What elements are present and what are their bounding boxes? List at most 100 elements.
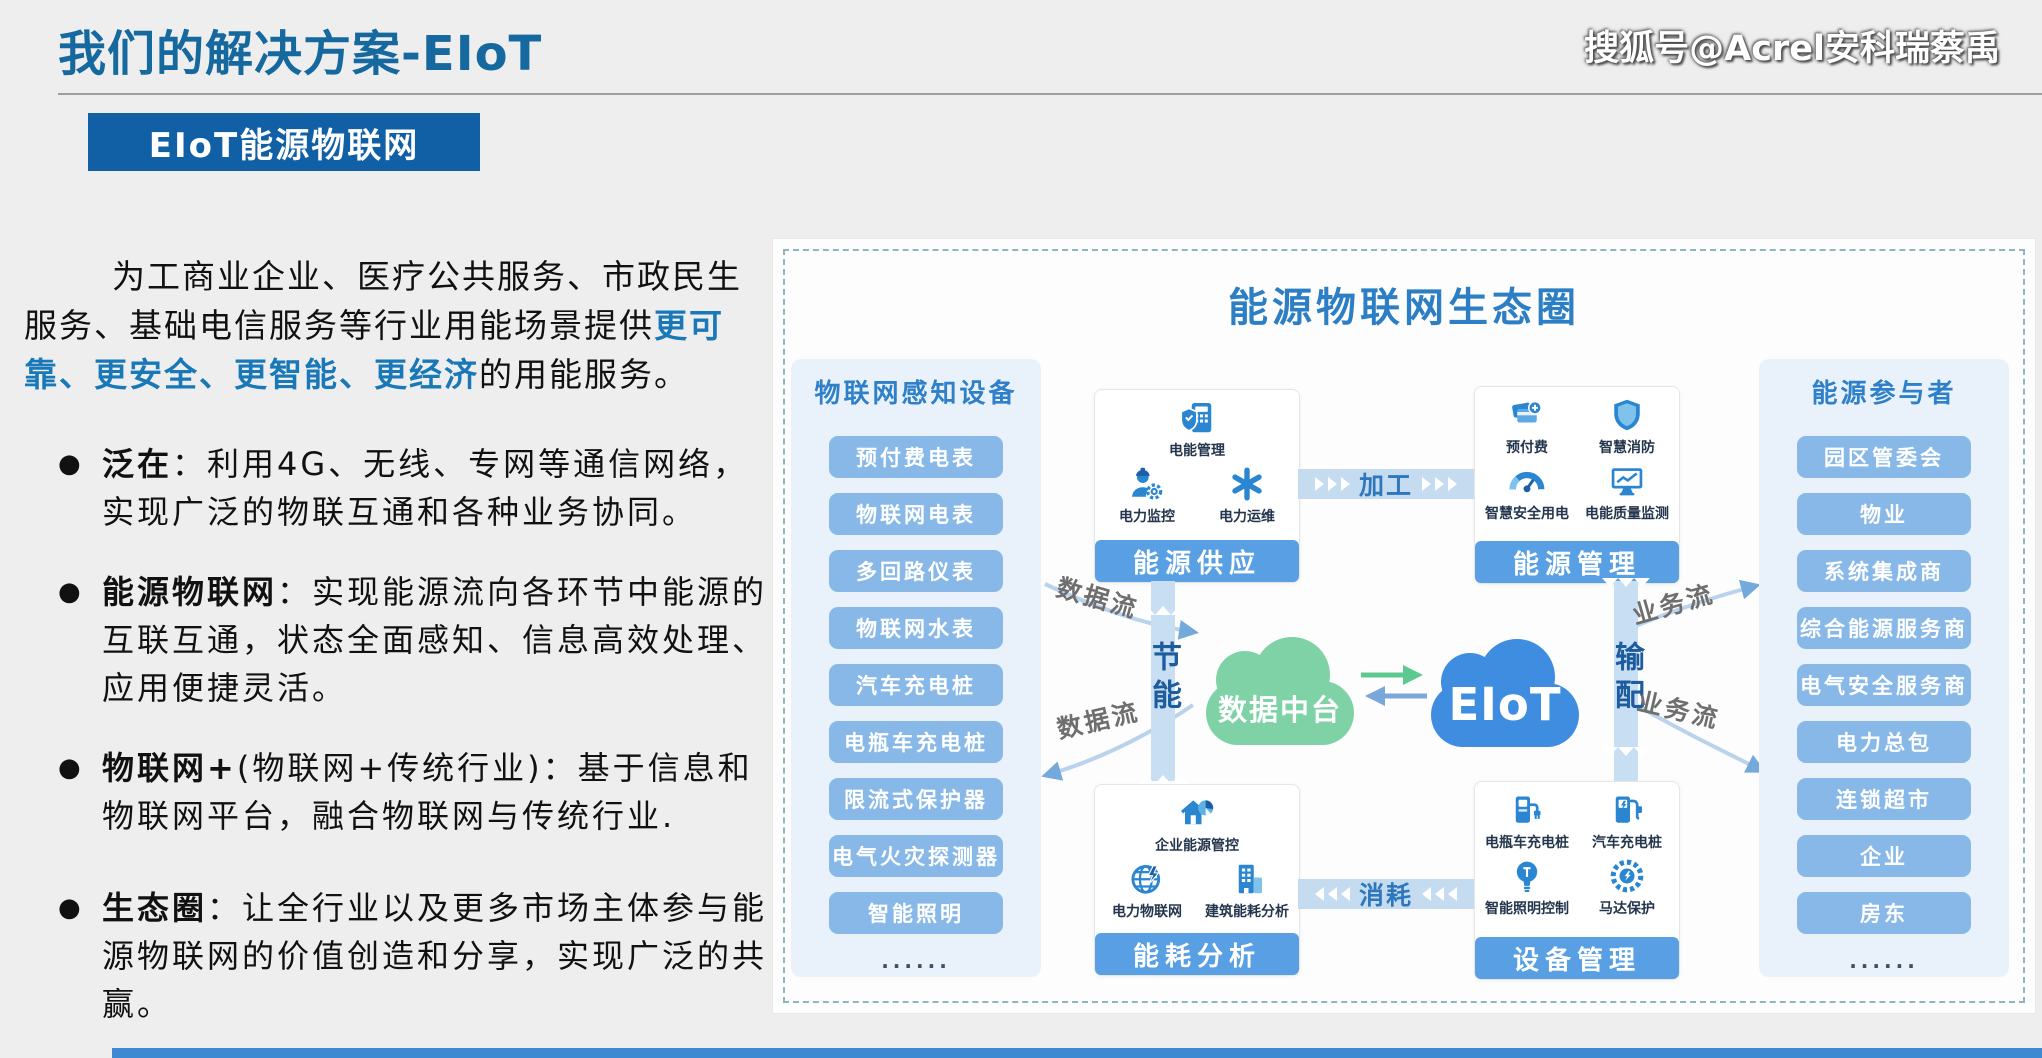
ebike-charger-icon [1515, 796, 1541, 823]
device-more-dots: ...... [881, 949, 951, 973]
icon-label: 智慧安全用电 [1485, 506, 1569, 522]
bullet-marker: ● [58, 893, 84, 923]
bullet-energy-iot: ● 能源物联网：实现能源流向各环节中能源的互联互通，状态全面感知、信息高效处理、… [58, 568, 770, 712]
bullet-text: 生态圈：让全行业以及更多市场主体参与能源物联网的价值创造和分享，实现广泛的共赢。 [102, 889, 768, 1023]
icon-label: 电力运维 [1219, 509, 1275, 525]
device-item: 限流式保护器 [829, 778, 1003, 820]
energy-participants-panel-header: 能源参与者 [1811, 379, 1957, 409]
icon-label: 电能质量监测 [1585, 506, 1669, 522]
bullet-marker: ● [58, 753, 84, 783]
energy-supply-box: 电能管理 电力监控 电力运维 能源供应 [1094, 389, 1300, 583]
iot-devices-panel: 物联网感知设备 预付费电表 物联网电表 多回路仪表 物联网水表 汽车充电桩 电瓶… [791, 359, 1041, 977]
icon-item: 预付费 [1477, 397, 1577, 457]
asterisk-icon [1232, 467, 1262, 501]
section-badge-label: EIoT能源物联网 [148, 125, 420, 166]
transmit-flow-band: 输配 [1602, 578, 1650, 781]
enterprise-energy-icon [1180, 800, 1214, 825]
process-flow-label: 加工 [1358, 471, 1413, 500]
icon-item: 智能照明控制 [1477, 858, 1577, 918]
title-divider [58, 93, 2042, 95]
data-flow-bottom-label: 数据流 [1054, 696, 1143, 745]
energy-management-box: 预付费 智慧消防 智慧安全用电 电能质量监测 能源管理 [1474, 386, 1680, 584]
energy-analysis-box: 企业能源管控 电力物联网 建筑能耗分析 能耗分析 [1094, 784, 1300, 976]
safety-gauge-icon [1509, 471, 1545, 493]
consume-flow-label: 消耗 [1358, 881, 1413, 910]
icon-item: 马达保护 [1577, 858, 1677, 918]
save-flow-label: 节能 [1146, 641, 1181, 717]
device-item: 多回路仪表 [829, 550, 1003, 592]
icon-label: 电力监控 [1119, 509, 1175, 525]
prepay-icon [1512, 400, 1542, 423]
participant-item: 企业 [1797, 835, 1971, 877]
icon-item: 智慧消防 [1577, 397, 1677, 457]
process-flow-band: 加工 [1298, 469, 1474, 500]
icon-item: 电瓶车充电桩 [1477, 792, 1577, 852]
participant-item: 综合能源服务商 [1797, 607, 1971, 649]
bullet-ecosystem: ● 生态圈：让全行业以及更多市场主体参与能源物联网的价值创造和分享，实现广泛的共… [58, 884, 770, 1028]
worker-gear-icon [1132, 467, 1163, 500]
device-item: 预付费电表 [829, 436, 1003, 478]
motor-protect-icon [1610, 859, 1644, 893]
icon-item: 电力运维 [1197, 466, 1297, 526]
participant-item: 系统集成商 [1797, 550, 1971, 592]
device-management-box: 电瓶车充电桩 汽车充电桩 智能照明控制 马达保护 设备管理 [1474, 781, 1680, 980]
icon-item: 电能管理 [1097, 400, 1297, 460]
watermark: 搜狐号@Acrel安科瑞蔡禹 [1584, 29, 2000, 69]
intro-paragraph: 为工商业企业、医疗公共服务、市政民生服务、基础电信服务等行业用能场景提供更可靠、… [24, 252, 772, 399]
power-quality-monitor-icon [1611, 468, 1643, 496]
smart-light-icon [1516, 861, 1538, 893]
device-item: 汽车充电桩 [829, 664, 1003, 706]
page-title: 我们的解决方案-EIoT [58, 26, 543, 82]
icon-item: 电能质量监测 [1577, 463, 1677, 523]
bullet-text: 物联网+(物联网+传统行业)：基于信息和物联网平台，融合物联网与传统行业. [102, 749, 753, 835]
device-item: 物联网水表 [829, 607, 1003, 649]
icon-item: 智慧安全用电 [1477, 463, 1577, 523]
icon-label: 电能管理 [1169, 443, 1225, 459]
bullet-text: 泛在：利用4G、无线、专网等通信网络，实现广泛的物联互通和各种业务协同。 [102, 445, 749, 531]
icon-label: 汽车充电桩 [1592, 835, 1662, 851]
participant-item: 园区管委会 [1797, 436, 1971, 478]
participant-more-dots: ...... [1849, 949, 1919, 973]
car-charger-icon [1615, 796, 1642, 823]
bullet-text: 能源物联网：实现能源流向各环节中能源的互联互通，状态全面感知、信息高效处理、应用… [102, 573, 768, 707]
iot-devices-panel-header: 物联网感知设备 [814, 379, 1018, 409]
icon-item: 汽车充电桩 [1577, 792, 1677, 852]
eiot-cloud-label: EIoT [1448, 678, 1562, 731]
data-platform-cloud-label: 数据中台 [1217, 693, 1342, 727]
energy-participants-panel: 能源参与者 园区管委会 物业 系统集成商 综合能源服务商 电气安全服务商 电力总… [1759, 359, 2009, 977]
diagram-title: 能源物联网生态圈 [1228, 285, 1580, 331]
participant-item: 连锁超市 [1797, 778, 1971, 820]
icon-item: 电力物联网 [1097, 861, 1197, 921]
device-item: 智能照明 [829, 892, 1003, 934]
bullet-marker: ● [58, 577, 84, 607]
data-platform-cloud: 数据中台 [1206, 637, 1354, 749]
participant-item: 物业 [1797, 493, 1971, 535]
consume-flow-band: 消耗 [1298, 879, 1474, 910]
icon-item: 建筑能耗分析 [1197, 861, 1297, 921]
device-item: 电气火灾探测器 [829, 835, 1003, 877]
device-item: 物联网电表 [829, 493, 1003, 535]
device-item: 电瓶车充电桩 [829, 721, 1003, 763]
icon-label: 马达保护 [1599, 901, 1655, 917]
icon-item: 电力监控 [1097, 466, 1197, 526]
intro-tail: 的用能服务。 [479, 355, 689, 394]
save-flow-band: 节能 [1139, 581, 1187, 784]
transmit-flow-label: 输配 [1609, 641, 1644, 717]
icon-label: 智慧消防 [1599, 440, 1655, 456]
participant-item: 房东 [1797, 892, 1971, 934]
meter-shield-icon [1180, 403, 1212, 433]
bullet-iot-plus: ● 物联网+(物联网+传统行业)：基于信息和物联网平台，融合物联网与传统行业. [58, 744, 770, 840]
intro-highlight: 更可靠、更安全、更智能、更经济 [24, 306, 724, 394]
bullet-ubiquitous: ● 泛在：利用4G、无线、专网等通信网络，实现广泛的物联互通和各种业务协同。 [58, 440, 770, 536]
section-badge: EIoT能源物联网 [88, 113, 480, 171]
business-flow-bottom-label: 业务流 [1634, 686, 1723, 735]
icon-label: 电瓶车充电桩 [1485, 835, 1569, 851]
icon-label: 建筑能耗分析 [1205, 904, 1289, 920]
intro-lead: 为工商业企业、医疗公共服务、市政民生服务、基础电信服务等行业用能场景提供 [24, 257, 742, 345]
fire-shield-icon [1614, 399, 1640, 431]
energy-supply-bar: 能源供应 [1095, 540, 1299, 582]
icon-label: 智能照明控制 [1485, 901, 1569, 917]
participant-item: 电力总包 [1797, 721, 1971, 763]
icon-label: 电力物联网 [1112, 904, 1182, 920]
